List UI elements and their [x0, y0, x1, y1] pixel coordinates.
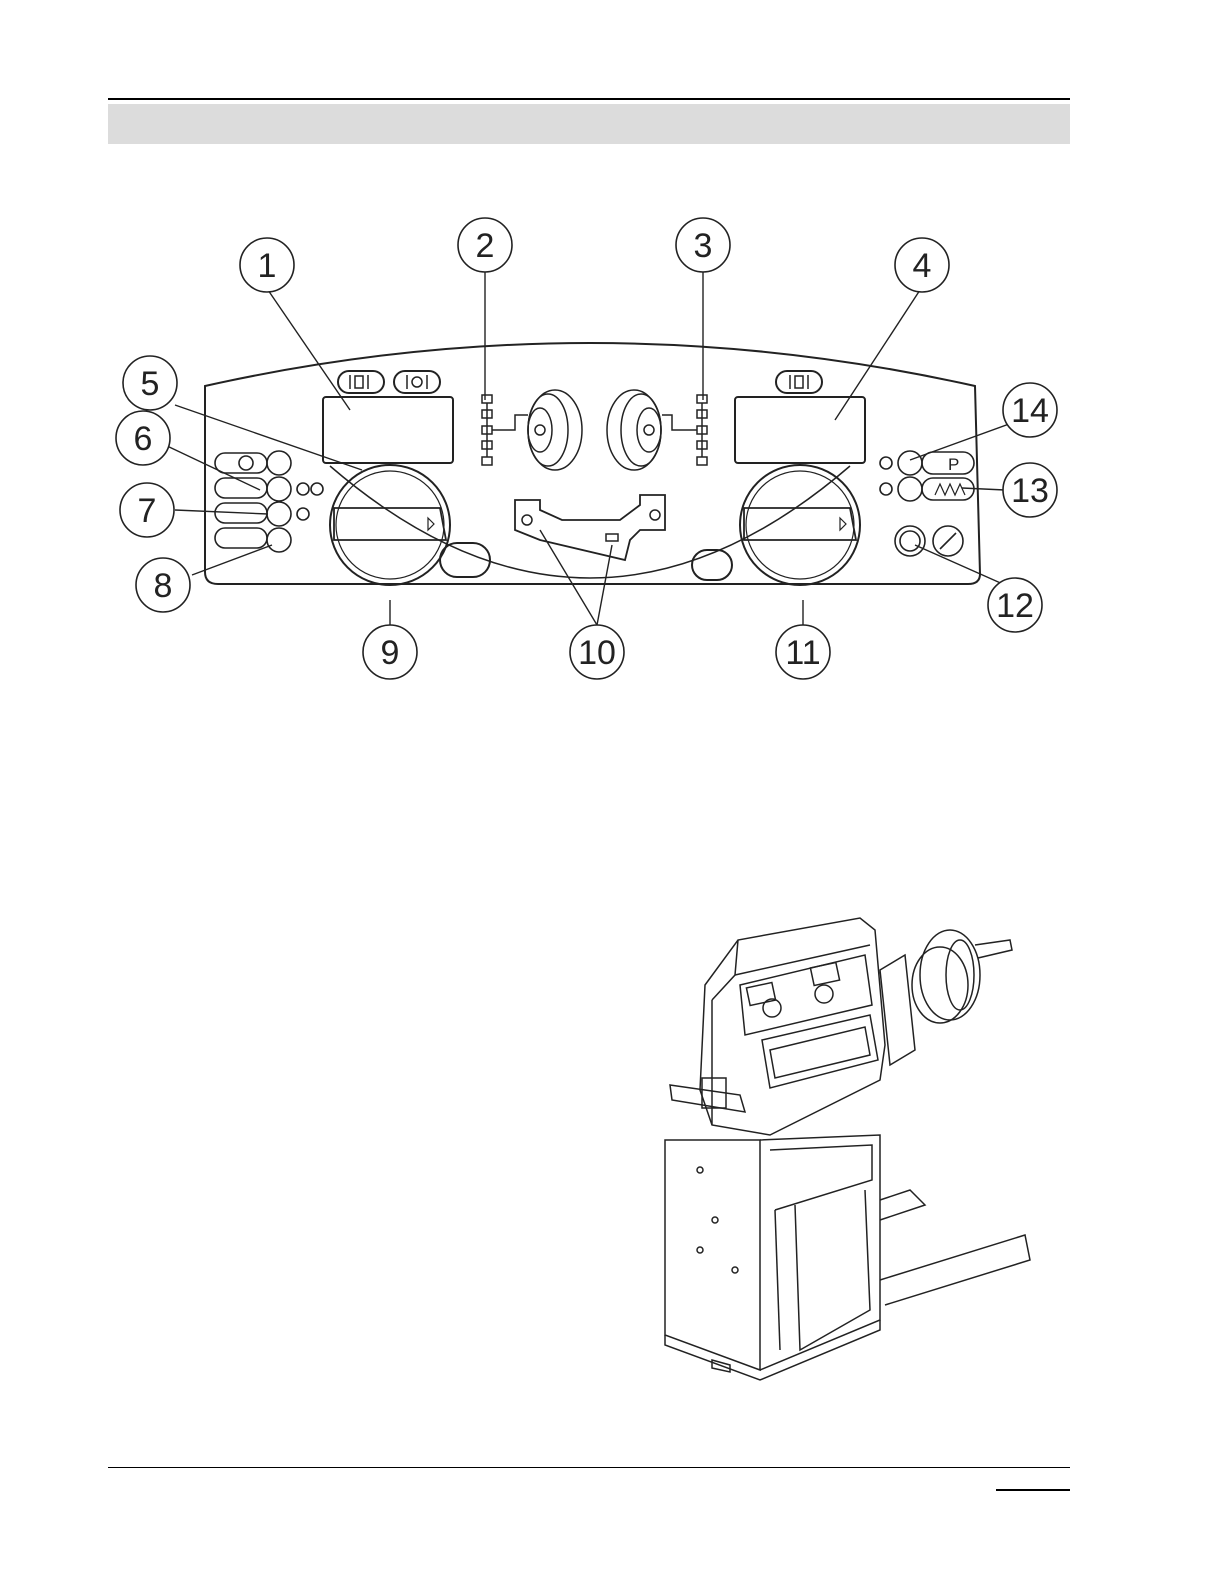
- callout-13: 13: [1011, 472, 1049, 510]
- right-knob-label-icon: [692, 550, 732, 580]
- callout-9: 9: [381, 634, 400, 672]
- callout-11: 11: [785, 634, 820, 672]
- p-button-label: P: [948, 455, 959, 474]
- callout-7: 7: [138, 492, 157, 530]
- left-wheel-indicator: [482, 390, 582, 470]
- page-number-mark: [996, 1489, 1070, 1491]
- callout-circles: [116, 218, 1057, 679]
- display-left: [323, 397, 453, 463]
- right-button-column: [880, 451, 974, 501]
- rim-profile: [515, 495, 665, 560]
- bottom-rule: [108, 1467, 1070, 1468]
- right-selector-knob: [740, 465, 860, 585]
- left-selector-knob: [330, 465, 450, 585]
- rim-led-right: [650, 510, 660, 520]
- rim-led-left: [522, 515, 532, 525]
- left-knob-label-icon: [440, 543, 490, 577]
- right-wheel-indicator: [607, 390, 707, 470]
- callout-1: 1: [258, 247, 277, 285]
- callout-12: 12: [996, 587, 1034, 625]
- static-icon-right: [776, 371, 822, 393]
- static-icon-glyphs: [350, 375, 808, 389]
- display-right: [735, 397, 865, 463]
- static-icon-left-a: [338, 371, 384, 393]
- callout-2: 2: [476, 227, 495, 265]
- balancer-machine-drawing: [665, 918, 1030, 1380]
- callout-14: 14: [1011, 392, 1049, 430]
- callout-3: 3: [694, 227, 713, 265]
- left-button-column: [215, 451, 323, 552]
- callout-4: 4: [913, 247, 932, 285]
- static-icon-left-b: [394, 371, 440, 393]
- rim-led-center: [606, 534, 618, 541]
- callout-10: 10: [578, 634, 616, 672]
- callout-8: 8: [154, 567, 173, 605]
- callout-5: 5: [141, 365, 160, 403]
- callout-leaders: [165, 270, 1020, 625]
- callout-6: 6: [134, 420, 153, 458]
- panel-center-cutout: [330, 466, 850, 578]
